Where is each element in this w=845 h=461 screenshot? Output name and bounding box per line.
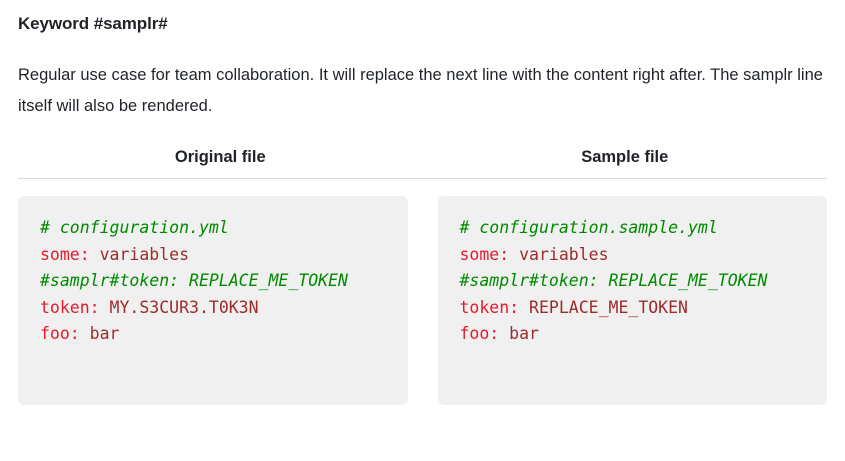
file-comparison-table: Original file Sample file # configuratio… xyxy=(18,148,827,405)
code-line: foo: bar xyxy=(460,321,808,348)
cell-original-file: # configuration.yml some: variables #sampl… xyxy=(18,179,423,405)
page-title: Keyword #samplr# xyxy=(18,14,168,33)
table-header: Original file Sample file xyxy=(18,148,827,179)
code-key: some: xyxy=(40,244,90,264)
code-key: foo: xyxy=(459,324,500,343)
code-key: some: xyxy=(459,244,510,264)
table-body: # configuration.yml some: variables #sampl… xyxy=(18,179,827,405)
cell-sample-file: # configuration.sample.yml some: variable… xyxy=(423,179,827,405)
code-comment: #samplr#token: REPLACE_ME_TOKEN xyxy=(40,271,348,290)
table-row: # configuration.yml some: variables #sampl… xyxy=(18,179,827,405)
code-line: some: variables xyxy=(40,242,388,269)
code-content-sample: # configuration.sample.yml some: variable… xyxy=(460,215,808,348)
code-value: MY.S3CUR3.T0K3N xyxy=(99,297,259,317)
code-content-original: # configuration.yml some: variables #sampl… xyxy=(40,215,388,348)
code-value: variables xyxy=(509,244,609,264)
description-paragraph: Regular use case for team collaboration.… xyxy=(18,66,823,115)
code-value: bar xyxy=(79,324,120,343)
code-line: # configuration.sample.yml xyxy=(460,215,808,242)
code-comment: #samplr#token: REPLACE_ME_TOKEN xyxy=(459,271,768,290)
table-header-row: Original file Sample file xyxy=(18,148,827,179)
code-key: foo: xyxy=(40,324,80,343)
code-line: #samplr#token: REPLACE_ME_TOKEN xyxy=(40,268,388,295)
column-header-sample-file: Sample file xyxy=(422,148,827,179)
code-line: some: variables xyxy=(460,242,808,269)
code-line: # configuration.yml xyxy=(40,215,388,242)
code-line: foo: bar xyxy=(40,321,388,348)
code-block-sample: # configuration.sample.yml some: variable… xyxy=(437,196,827,405)
code-value: variables xyxy=(89,244,190,264)
code-line: token: REPLACE_ME_TOKEN xyxy=(460,295,808,322)
code-line: token: MY.S3CUR3.T0K3N xyxy=(40,295,388,322)
code-value: bar xyxy=(499,324,539,343)
code-comment: # configuration.yml xyxy=(40,218,229,237)
code-key: token: xyxy=(459,297,520,317)
code-value: REPLACE_ME_TOKEN xyxy=(519,297,688,317)
code-comment: # configuration.sample.yml xyxy=(459,218,718,237)
column-header-original-file: Original file xyxy=(18,148,423,179)
code-block-original: # configuration.yml some: variables #sampl… xyxy=(18,196,408,405)
code-line: #samplr#token: REPLACE_ME_TOKEN xyxy=(460,268,808,295)
code-key: token: xyxy=(40,297,100,317)
